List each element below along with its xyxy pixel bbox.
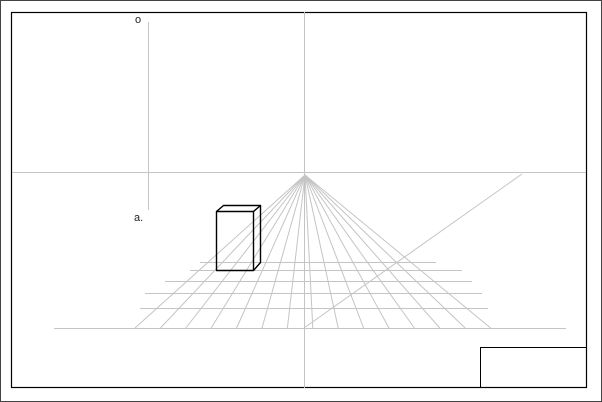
grid-ray — [304, 174, 491, 329]
construction-guides — [12, 12, 586, 388]
drawing-border — [10, 11, 588, 389]
grid-ray — [304, 174, 390, 329]
grid-ray — [160, 174, 306, 329]
grid-ray — [304, 174, 441, 329]
grid-ray — [286, 174, 306, 329]
diagonal-line — [303, 173, 523, 329]
label-bottom: a. — [134, 212, 143, 224]
grid-ray — [210, 174, 306, 329]
grid-ray — [134, 174, 306, 329]
grid-ray — [261, 174, 306, 329]
grid-ray — [304, 174, 466, 329]
grid-ray — [304, 174, 314, 329]
grid-ray — [185, 174, 306, 329]
grid-ray — [304, 174, 339, 329]
box-front-face — [215, 210, 255, 272]
box-side-face — [252, 205, 262, 271]
grid-ray — [304, 174, 415, 329]
label-top: o — [135, 14, 141, 26]
grid-ray — [236, 174, 306, 329]
grid-ray — [304, 174, 365, 329]
perspective-box — [215, 204, 262, 272]
title-block — [480, 347, 587, 388]
box-top-face — [216, 204, 262, 213]
